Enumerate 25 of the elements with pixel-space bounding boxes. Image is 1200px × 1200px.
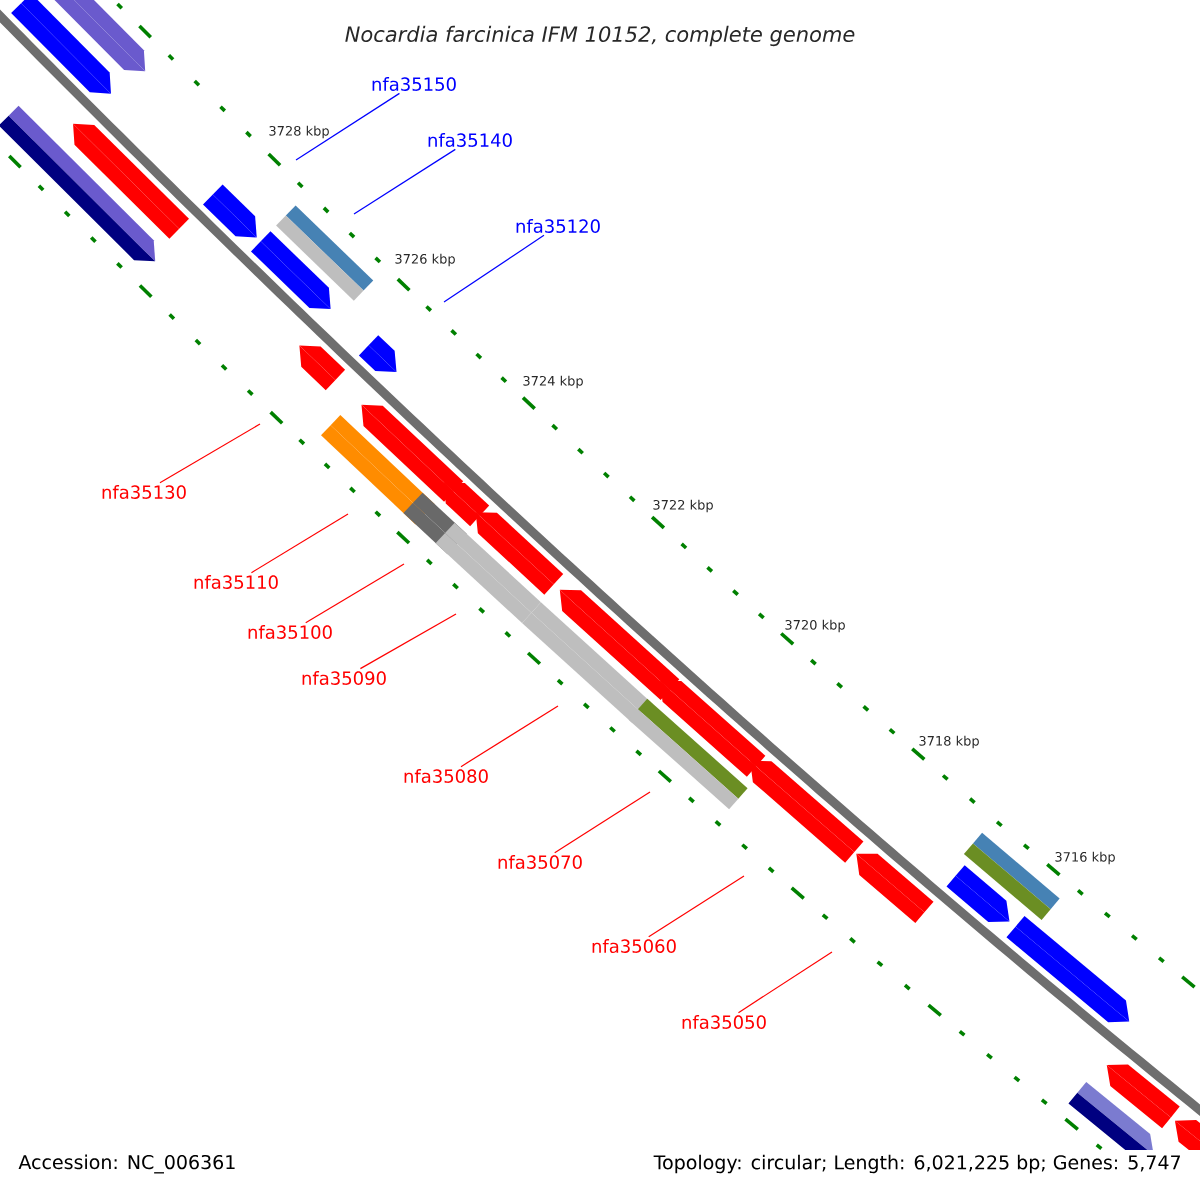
leader-line bbox=[460, 705, 559, 768]
gene-label: nfa35150 bbox=[372, 77, 456, 91]
leader-line bbox=[648, 875, 745, 938]
leader-line bbox=[359, 613, 457, 670]
footer-text: Accession: NC_006361 bbox=[18, 1154, 235, 1174]
leader-line bbox=[250, 513, 349, 574]
leader-line bbox=[295, 92, 401, 161]
gene-label: nfa35130 bbox=[102, 485, 186, 499]
footer-text: Topology: circular; Length: 6,021,225 bp; Genes: 5,747 bbox=[653, 1154, 1180, 1174]
gene-label: nfa35090 bbox=[302, 671, 386, 685]
gene-label: nfa35060 bbox=[592, 939, 676, 953]
gene-label: nfa35100 bbox=[248, 625, 332, 639]
title: Nocardia farcinica IFM 10152, complete genome bbox=[345, 25, 855, 47]
gene-label: nfa35050 bbox=[682, 1015, 766, 1029]
gene-label: nfa35120 bbox=[516, 219, 600, 233]
gene-label: nfa35080 bbox=[404, 769, 488, 783]
gene-label: nfa35140 bbox=[428, 133, 512, 147]
leader-line bbox=[353, 148, 456, 215]
gene-label: nfa35110 bbox=[194, 575, 278, 589]
gene-label: nfa35070 bbox=[498, 855, 582, 869]
leader-line bbox=[159, 423, 261, 484]
leader-line bbox=[305, 563, 405, 624]
leader-line bbox=[443, 234, 545, 303]
leader-line bbox=[737, 951, 833, 1014]
leader-line bbox=[554, 791, 651, 854]
